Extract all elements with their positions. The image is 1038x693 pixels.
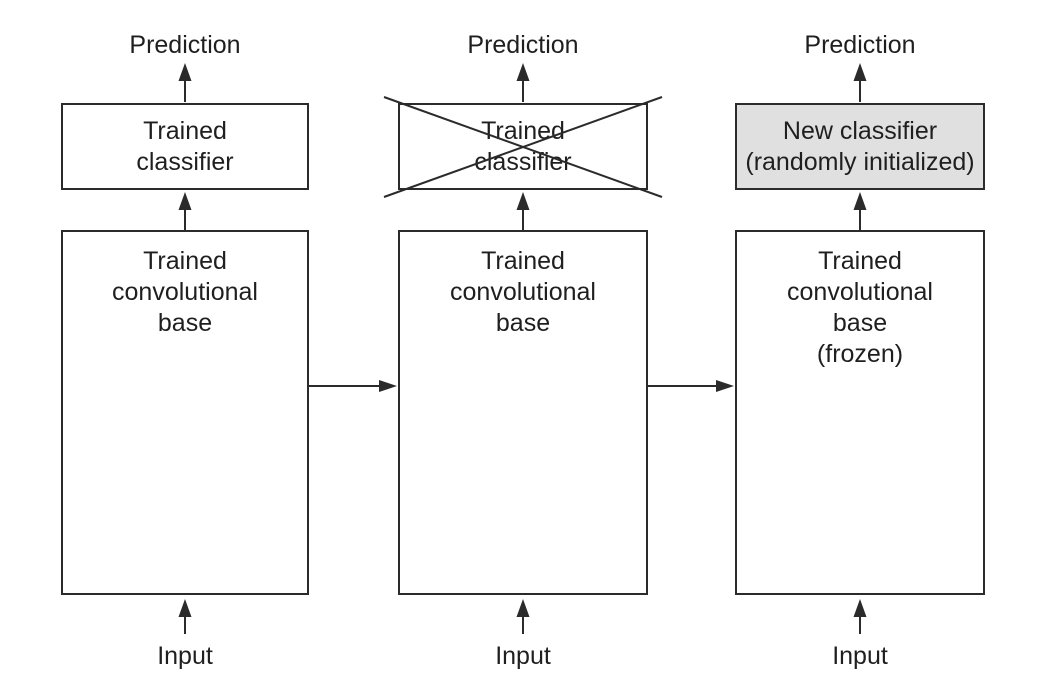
- prediction-label-col2: Prediction: [467, 31, 579, 59]
- frozen-conv-base-box-col3: Trained convolutional base (frozen): [735, 230, 985, 595]
- base-line-4: (frozen): [816, 340, 904, 368]
- trained-classifier-box-col1: Trained classifier: [61, 103, 309, 190]
- base-line-3: base: [495, 309, 551, 337]
- classifier-line-2: (randomly initialized): [745, 147, 975, 176]
- arrow-up-base-to-classifier-col1: [178, 192, 192, 230]
- base-line-3: base: [832, 309, 888, 337]
- arrow-up-input-col1: [178, 599, 192, 634]
- arrow-right-base2-to-base3: [648, 380, 734, 392]
- base-line-3: base: [157, 309, 213, 337]
- arrow-up-base-to-classifier-col2: [516, 192, 530, 230]
- arrow-up-to-prediction-col2: [516, 63, 530, 102]
- input-label-col1: Input: [157, 642, 213, 670]
- base-line-1: Trained: [143, 247, 227, 275]
- classifier-line-1: Trained: [481, 116, 565, 145]
- base-line-1: Trained: [481, 247, 565, 275]
- arrow-up-input-col2: [516, 599, 530, 634]
- input-label-col2: Input: [495, 642, 551, 670]
- classifier-line-1: Trained: [143, 116, 227, 145]
- base-line-2: convolutional: [112, 278, 258, 306]
- base-line-2: convolutional: [787, 278, 933, 306]
- arrow-up-to-prediction-col1: [178, 63, 192, 102]
- classifier-line-2: classifier: [474, 147, 572, 176]
- prediction-label-col3: Prediction: [804, 31, 916, 59]
- classifier-line-1: New classifier: [782, 116, 938, 145]
- classifier-line-2: classifier: [136, 147, 234, 176]
- conv-base-box-col2: Trained convolutional base: [398, 230, 648, 595]
- input-label-col3: Input: [832, 642, 888, 670]
- prediction-label-col1: Prediction: [129, 31, 241, 59]
- base-line-2: convolutional: [450, 278, 596, 306]
- arrow-up-input-col3: [853, 599, 867, 634]
- conv-base-box-col1: Trained convolutional base: [61, 230, 309, 595]
- trained-classifier-box-col2: Trained classifier: [398, 103, 648, 190]
- new-classifier-box-col3: New classifier (randomly initialized): [735, 103, 985, 190]
- arrow-up-base-to-classifier-col3: [853, 192, 867, 230]
- base-line-1: Trained: [818, 247, 902, 275]
- arrow-up-to-prediction-col3: [853, 63, 867, 102]
- arrow-right-base1-to-base2: [309, 380, 397, 392]
